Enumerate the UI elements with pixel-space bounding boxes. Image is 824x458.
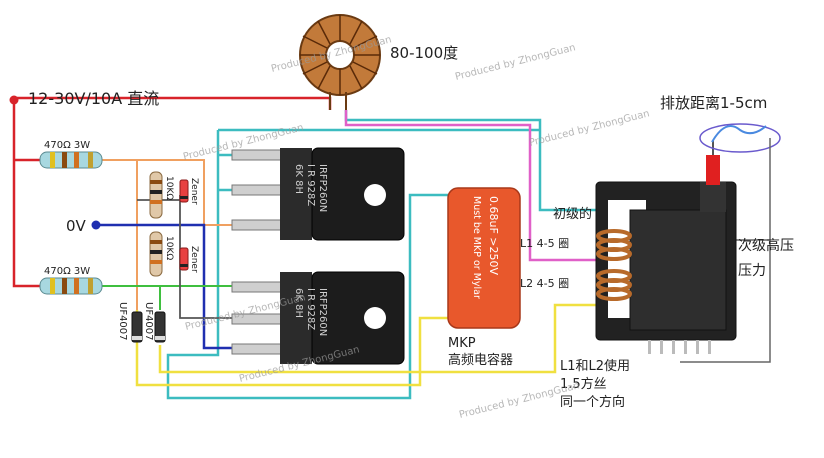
mkp-label-line1: MKP <box>448 336 476 351</box>
secondary-label-line1: 次级高压 <box>738 237 794 254</box>
watermark: Produced by ZhongGuan <box>528 108 651 149</box>
mosfet-bottom-part: IRFP260N <box>317 288 328 336</box>
diode-left <box>131 311 143 343</box>
secondary-return-wire <box>680 239 771 363</box>
resistor-10k-bottom <box>149 231 163 277</box>
resistor-10k-top <box>149 171 163 219</box>
primary-coil-l2 <box>596 269 632 301</box>
zener-top <box>179 179 189 203</box>
l2-label: L2 4-5 圈 <box>520 277 569 290</box>
coil-note-line1: L1和L2使用 <box>560 358 630 374</box>
ground-terminal <box>91 220 101 230</box>
mkp-label-line2: 高频电容器 <box>448 352 513 368</box>
mosfet-bottom-line3: 6K 8H <box>293 288 304 318</box>
diode-left-label: UF4007 <box>117 302 128 341</box>
zero-v-label: 0V <box>66 217 87 235</box>
resistor-top <box>39 151 103 169</box>
capacitor-icon <box>447 187 521 329</box>
toroid-angle-label: 80-100度 <box>390 44 458 62</box>
zener-bottom-label: Zener <box>189 246 199 273</box>
diode-right <box>154 311 166 343</box>
resistor-bottom <box>39 277 103 295</box>
arc-distance-label: 排放距离1-5cm <box>660 94 767 112</box>
mosfet-top-part: IRFP260N <box>317 164 328 212</box>
supply-label: 12-30V/10A 直流 <box>28 89 159 108</box>
green-wire <box>102 285 252 310</box>
resistor-top-label: 470Ω 3W <box>44 140 90 151</box>
capacitor-note: Must be MKP or Mylar <box>471 196 482 299</box>
toroid-inductor-icon <box>299 14 381 110</box>
watermark: Produced by ZhongGuan <box>454 42 577 83</box>
primary-coil-l1 <box>596 229 632 261</box>
mosfet-bottom-line2: I R 928Z <box>305 288 316 330</box>
mosfet-top-line2: I R 928Z <box>305 164 316 206</box>
mosfet-bottom <box>231 271 405 365</box>
diode-right-label: UF4007 <box>143 302 154 341</box>
coil-note-line2: 1.5方丝 <box>560 376 607 392</box>
flyback-transformer-icon <box>595 181 737 354</box>
capacitor-value: 0.68uF >250V <box>487 196 500 276</box>
resistor-10k-bottom-label: 10KΩ <box>164 236 174 260</box>
orange-wire <box>102 159 252 385</box>
pink-wire <box>344 110 600 262</box>
mosfet-top <box>231 147 405 241</box>
yellow-wire <box>135 303 600 387</box>
secondary-label-line2: 压力 <box>738 263 766 279</box>
resistor-bottom-label: 470Ω 3W <box>44 266 90 277</box>
supply-terminal <box>9 95 19 105</box>
resistor-10k-top-label: 10KΩ <box>164 176 174 200</box>
arc-icon <box>699 123 781 240</box>
primary-label: 初级的 <box>553 206 592 222</box>
zener-top-label: Zener <box>189 178 199 205</box>
l1-label: L1 4-5 圈 <box>520 237 569 250</box>
zener-bottom <box>179 247 189 271</box>
mosfet-top-line3: 6K 8H <box>293 164 304 194</box>
coil-note-line3: 同一个方向 <box>560 394 625 410</box>
